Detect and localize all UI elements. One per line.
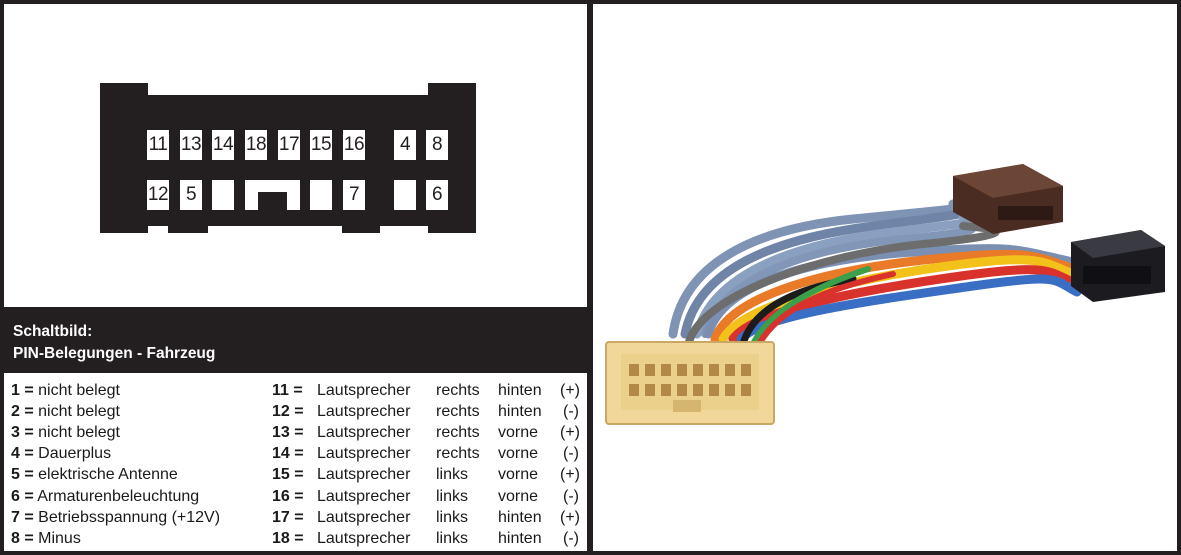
pin-row: 8 = Minus [11,530,81,547]
adapter-cable-illustration [605,164,1165,425]
pin-cell: 4 [394,130,416,160]
pin-cell [310,180,332,210]
pin-cell: 5 [180,180,202,210]
connector-housing-notch-left [148,226,168,233]
pin-row: 7 = Betriebsspannung (+12V) [11,509,221,526]
pin-cell [394,180,416,210]
connector-housing-tab-right [428,83,476,97]
pin-cell: 6 [426,180,448,210]
pin-row: 6 = Armaturenbeleuchtung [11,488,200,505]
header-subtitle: PIN-Belegungen - Fahrzeug [13,345,216,362]
pin-row: 3 = nicht belegt [11,424,120,441]
pin-cell: 12 [147,180,169,210]
connector-housing-body [100,95,476,233]
connector-housing-notch-mid [208,226,342,233]
connector-housing-tab-left [100,83,148,97]
vehicle-connector-diagram: 11 13 14 18 17 15 16 4 8 12 5 7 6 [4,4,587,304]
connector-housing-notch-right [380,226,428,233]
pin-cell: 14 [212,130,234,160]
pin-cell: 7 [343,180,365,210]
pin-row: 4 = Dauerplus [11,445,112,462]
pin-row: 2 = nicht belegt [11,403,120,420]
pin-cell: 16 [343,130,365,160]
cable-bundle [668,199,1082,349]
adapter-cable-photo-panel [593,4,1177,551]
pin-row: 5 = elektrische Antenne [11,466,178,483]
iso-power-plug [953,164,1063,234]
pin-cell [212,180,234,210]
pin-cell: 18 [245,130,267,160]
header-title: Schaltbild: [13,323,93,340]
iso-speaker-plug [1071,230,1165,302]
vehicle-plug [605,341,775,425]
pin-cell: 13 [180,130,202,160]
pin-cell: 17 [278,130,300,160]
pin-row: 1 = nicht belegt [11,382,120,399]
pin-cell: 11 [147,130,169,160]
pin-assignment-header: Schaltbild: PIN-Belegungen - Fahrzeug [4,307,587,373]
pin-key-insert [258,192,287,210]
pin-cell: 8 [426,130,448,160]
pin-cell: 15 [310,130,332,160]
pin-diagram-panel: 11 13 14 18 17 15 16 4 8 12 5 7 6 Schalt… [4,4,587,551]
